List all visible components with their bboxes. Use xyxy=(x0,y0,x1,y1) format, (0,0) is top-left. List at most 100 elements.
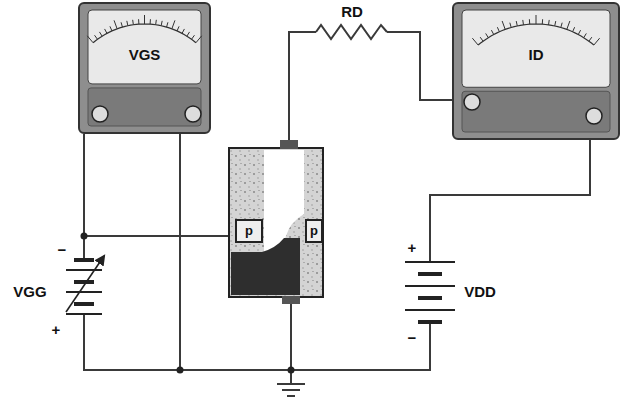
scale-tick xyxy=(536,15,537,24)
gate-region xyxy=(306,220,322,242)
battery-plate xyxy=(66,313,102,315)
scale-tick xyxy=(548,20,550,25)
variable-arrow xyxy=(66,256,104,312)
drain-terminal xyxy=(280,140,298,149)
scale-tick xyxy=(497,27,499,32)
resistor-symbol xyxy=(316,25,387,39)
scale-tick xyxy=(555,21,556,26)
scale-tick xyxy=(110,26,112,31)
scale-tick xyxy=(182,29,184,33)
scale-tick xyxy=(486,33,489,37)
ground-wire xyxy=(84,314,430,370)
battery-plate xyxy=(74,280,94,284)
battery-plate xyxy=(418,296,442,300)
battery-plate xyxy=(74,302,94,306)
battery-plate xyxy=(418,320,442,324)
scale-tick xyxy=(584,33,587,37)
scale-tick xyxy=(99,32,102,36)
source-terminal xyxy=(282,296,300,304)
scale-tick xyxy=(155,20,157,25)
scale-tick xyxy=(561,23,562,28)
scale-tick xyxy=(502,21,505,29)
battery-plate xyxy=(405,285,455,287)
region-label: p xyxy=(310,224,318,238)
wire xyxy=(430,140,590,262)
component-label: + xyxy=(52,322,61,339)
scale-tick xyxy=(167,22,168,27)
battery-symbol xyxy=(405,262,455,322)
meter-box: ID xyxy=(452,2,620,140)
scale-tick xyxy=(529,19,530,24)
scale-tick xyxy=(127,21,128,26)
scale-tick xyxy=(121,22,122,27)
meter-box: VGS xyxy=(78,2,211,134)
scale-tick xyxy=(138,19,139,24)
gate-region xyxy=(236,220,262,242)
scale-arc xyxy=(93,24,196,43)
battery-plate xyxy=(418,272,442,276)
meter-terminal xyxy=(92,106,108,122)
scale-tick xyxy=(589,37,592,41)
battery-plate xyxy=(74,258,94,262)
gate-wire xyxy=(84,235,236,237)
scale-tick xyxy=(161,21,162,26)
component-label: + xyxy=(408,240,417,257)
battery-plate xyxy=(66,291,102,293)
meter-label: VGS xyxy=(80,46,209,63)
scale-tick xyxy=(105,29,107,33)
scale-tick xyxy=(132,20,134,25)
battery-plate xyxy=(405,309,455,311)
meter-face xyxy=(454,4,622,142)
component-label: VDD xyxy=(464,284,496,301)
wire xyxy=(387,32,452,100)
scale-tick xyxy=(114,20,117,28)
scale-tick xyxy=(578,30,580,34)
scale-tick xyxy=(516,21,517,26)
scale-tick xyxy=(522,20,524,25)
component-label: VGG xyxy=(13,284,46,301)
scale-tick xyxy=(510,23,511,28)
scale-tick xyxy=(192,35,195,39)
wire xyxy=(83,134,85,260)
scale-tick xyxy=(95,35,98,39)
component-label: − xyxy=(408,330,417,347)
drain-wire xyxy=(289,32,316,140)
junction-dot xyxy=(81,233,88,240)
battery-plate xyxy=(66,269,102,271)
scale-tick xyxy=(491,30,493,34)
meter-panel xyxy=(462,91,610,132)
meter-label: ID xyxy=(454,46,618,63)
scale-tick xyxy=(150,19,151,24)
scale-tick xyxy=(542,19,543,24)
scale-tick xyxy=(177,26,179,31)
meter-panel xyxy=(88,88,201,126)
scale-tick xyxy=(573,27,575,32)
scale-tick xyxy=(196,36,202,43)
junction-dot xyxy=(288,367,295,374)
wire xyxy=(179,134,181,370)
junction-dot xyxy=(177,367,184,374)
scale-arc xyxy=(478,24,594,45)
scale-tick xyxy=(472,38,478,45)
scale-tick xyxy=(172,20,175,28)
meter-terminal xyxy=(464,94,480,110)
component-label: RD xyxy=(341,4,363,21)
scale-tick xyxy=(480,37,483,41)
scale-tick xyxy=(87,36,93,43)
battery-symbol xyxy=(66,256,104,314)
scale-tick xyxy=(144,15,145,24)
meter-face xyxy=(80,4,213,136)
region-label: p xyxy=(245,224,253,238)
battery-plate xyxy=(405,261,455,263)
jfet-device xyxy=(229,140,323,304)
jfet-texture xyxy=(230,149,322,296)
depletion-region xyxy=(231,238,300,295)
component-label: − xyxy=(58,242,67,259)
ground-symbol xyxy=(277,384,305,396)
scale-tick xyxy=(567,21,570,29)
meter-terminal xyxy=(586,108,602,124)
jfet-body xyxy=(229,148,323,297)
scale-tick xyxy=(594,38,600,45)
